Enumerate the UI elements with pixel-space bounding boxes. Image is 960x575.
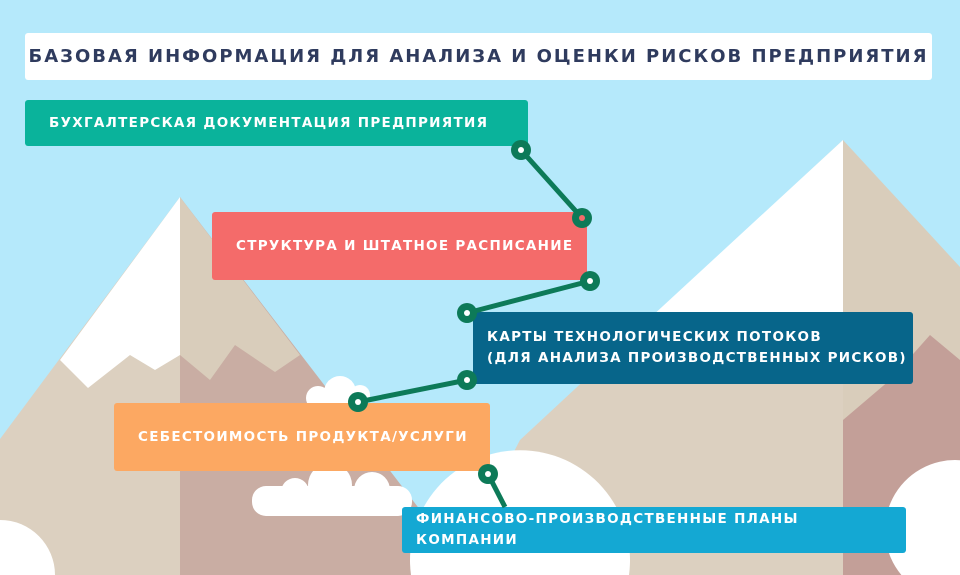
page-title: БАЗОВАЯ ИНФОРМАЦИЯ ДЛЯ АНАЛИЗА И ОЦЕНКИ … (25, 33, 932, 80)
step-label: СЕБЕСТОИМОСТЬ ПРОДУКТА/УСЛУГИ (138, 428, 468, 445)
step-process-maps: КАРТЫ ТЕХНОЛОГИЧЕСКИХ ПОТОКОВ (ДЛЯ АНАЛИЗ… (473, 312, 913, 384)
step-label: СТРУКТУРА И ШТАТНОЕ РАСПИСАНИЕ (236, 237, 574, 254)
step-cost-price: СЕБЕСТОИМОСТЬ ПРОДУКТА/УСЛУГИ (114, 403, 490, 471)
step-label: БУХГАЛТЕРСКАЯ ДОКУМЕНТАЦИЯ ПРЕДПРИЯТИЯ (49, 114, 489, 131)
step-structure-staffing: СТРУКТУРА И ШТАТНОЕ РАСПИСАНИЕ (212, 212, 587, 280)
step-label-line1: КАРТЫ ТЕХНОЛОГИЧЕСКИХ ПОТОКОВ (487, 329, 822, 345)
step-financial-plans: ФИНАНСОВО-ПРОИЗВОДСТВЕННЫЕ ПЛАНЫ КОМПАНИ… (402, 507, 906, 553)
connector-line (466, 278, 591, 316)
step-label: ФИНАНСОВО-ПРОИЗВОДСТВЕННЫЕ ПЛАНЫ КОМПАНИ… (416, 511, 799, 548)
connector-line (519, 148, 584, 220)
step-label-line2: (ДЛЯ АНАЛИЗА ПРОИЗВОДСТВЕННЫХ РИСКОВ) (487, 350, 907, 366)
step-accounting-docs: БУХГАЛТЕРСКАЯ ДОКУМЕНТАЦИЯ ПРЕДПРИЯТИЯ (25, 100, 528, 146)
connector-nodes (348, 140, 600, 484)
connector-line (357, 377, 468, 405)
